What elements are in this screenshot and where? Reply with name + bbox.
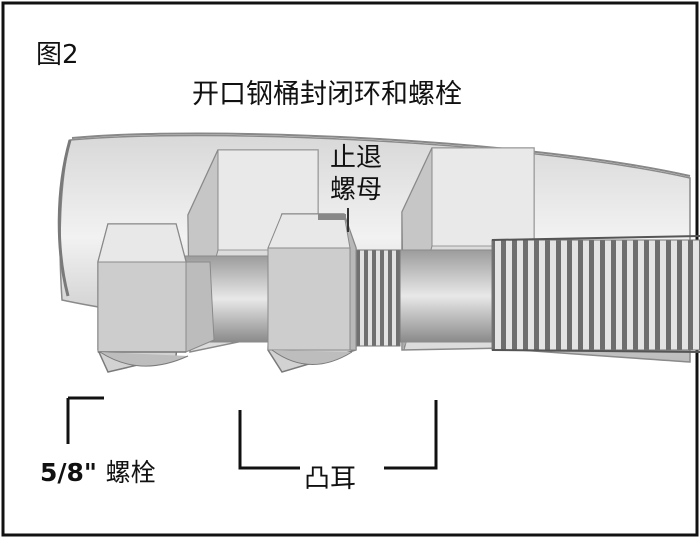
lock-nut-label-line1: 止退 [330, 143, 383, 173]
lock-nut-label: 止退 螺母 [330, 142, 382, 206]
lug-bracket [238, 400, 438, 470]
bolt-text: 螺栓 [105, 458, 156, 487]
bolt-bracket [66, 396, 104, 444]
figure-label: 图2 [36, 40, 79, 70]
bolt-thread-mid [349, 249, 401, 347]
drum-ring-top-edge [71, 132, 691, 177]
bolt-head [97, 223, 215, 373]
bolt-thread-top-edge [491, 235, 700, 241]
lock-nut [267, 213, 357, 373]
bolt-thread-right [491, 239, 700, 351]
drum-ring-left-edge [57, 139, 72, 297]
bolt-label: 5/8" 螺栓 [40, 453, 156, 489]
diagram-title: 开口钢桶封闭环和螺栓 [192, 79, 462, 110]
right-lug-face [431, 147, 535, 247]
lug-label: 凸耳 [300, 458, 361, 495]
lock-nut-label-line2: 螺母 [330, 175, 383, 205]
bolt-size: 5/8" [40, 458, 97, 487]
bolt-shank-mid [395, 249, 497, 343]
bolt-thread-bottom-edge [491, 349, 700, 353]
